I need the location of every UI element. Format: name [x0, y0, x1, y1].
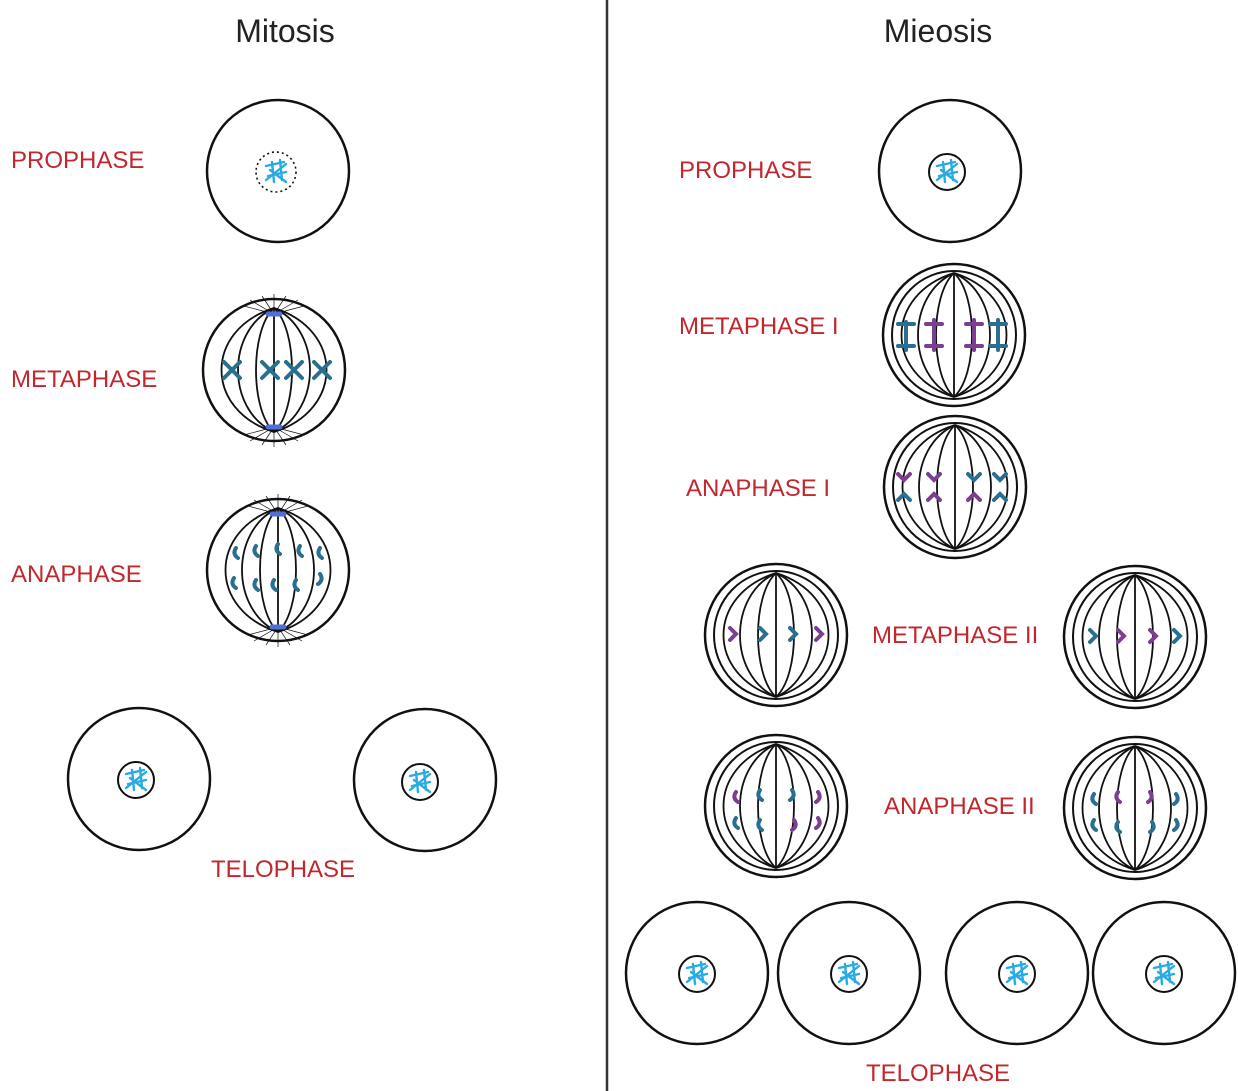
mitosis-prophase-label: PROPHASE — [11, 147, 144, 174]
meiosis-anaphase2-cell-left — [703, 733, 849, 879]
mitosis-anaphase-cell — [205, 493, 351, 648]
mitosis-prophase-cell — [205, 98, 351, 244]
meiosis-telophase-cell-4 — [1091, 900, 1237, 1046]
mitosis-title: Mitosis — [235, 13, 335, 49]
meiosis-telophase-cell-3 — [944, 900, 1090, 1046]
meiosis-anaphase1-label: ANAPHASE I — [686, 475, 830, 502]
mitosis-metaphase-label: METAPHASE — [11, 366, 157, 393]
meiosis-prophase-label: PROPHASE — [679, 157, 812, 184]
mitosis-telophase-cell-left — [66, 706, 212, 852]
mitosis-anaphase-label: ANAPHASE — [11, 561, 142, 588]
meiosis-metaphase2-cell-left — [703, 562, 849, 708]
meiosis-anaphase1-cell — [882, 414, 1028, 560]
meiosis-metaphase2-label: METAPHASE II — [872, 622, 1038, 649]
meiosis-anaphase2-label: ANAPHASE II — [884, 793, 1035, 820]
meiosis-telophase-cell-1 — [624, 900, 770, 1046]
meiosis-prophase-cell — [877, 98, 1023, 244]
mitosis-telophase-label: TELOPHASE — [211, 856, 355, 883]
meiosis-telophase-label: TELOPHASE — [866, 1060, 1010, 1087]
meiosis-title: Mieosis — [884, 13, 992, 49]
meiosis-metaphase2-cell-right — [1062, 564, 1208, 710]
meiosis-metaphase1-label: METAPHASE I — [679, 313, 839, 340]
meiosis-anaphase2-cell-right — [1062, 735, 1208, 881]
meiosis-telophase-cell-2 — [776, 900, 922, 1046]
mitosis-telophase-cell-right — [352, 707, 498, 853]
meiosis-metaphase1-cell — [881, 262, 1027, 408]
mitosis-metaphase-cell — [201, 293, 347, 448]
